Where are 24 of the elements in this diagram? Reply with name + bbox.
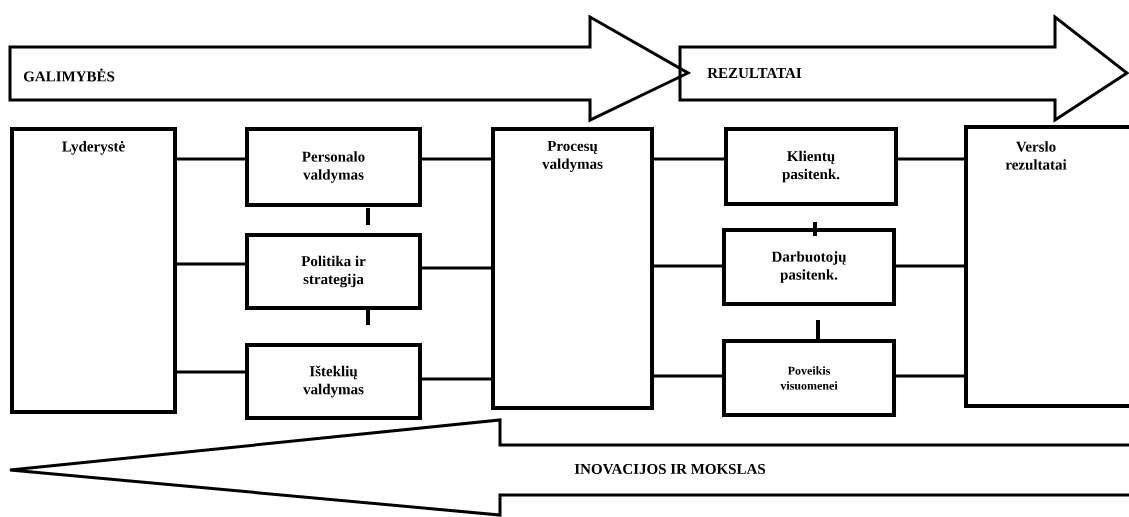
connector-line xyxy=(654,374,722,378)
connector-line xyxy=(654,264,722,268)
process-box: Politika ir strategija xyxy=(245,233,422,310)
pointed-band: GALIMYBĖS xyxy=(8,14,692,123)
connector-line xyxy=(177,157,245,161)
process-box: Išteklių valdymas xyxy=(245,343,422,420)
process-box: Lyderystė xyxy=(10,127,177,414)
connector-line xyxy=(422,157,491,161)
process-box: Darbuotojų pasitenk. xyxy=(722,228,896,306)
process-box: Verslo rezultatai xyxy=(964,125,1129,408)
process-box: Poveikis visuomenei xyxy=(722,339,896,417)
pointed-band: REZULTATAI xyxy=(678,13,1129,123)
connector-line xyxy=(896,264,966,268)
connector-line xyxy=(177,262,245,266)
connector-line xyxy=(654,157,724,161)
connector-line xyxy=(422,377,491,381)
connector-line xyxy=(177,370,245,374)
connector-line xyxy=(898,157,966,161)
connector-line xyxy=(422,266,491,270)
process-box: Personalo valdymas xyxy=(245,127,422,207)
connector-line xyxy=(896,374,966,378)
process-box: Klientų pasitenk. xyxy=(724,127,898,206)
pointed-band: INOVACIJOS IR MOKSLAS xyxy=(8,418,1129,517)
process-box: Procesų valdymas xyxy=(491,127,654,410)
